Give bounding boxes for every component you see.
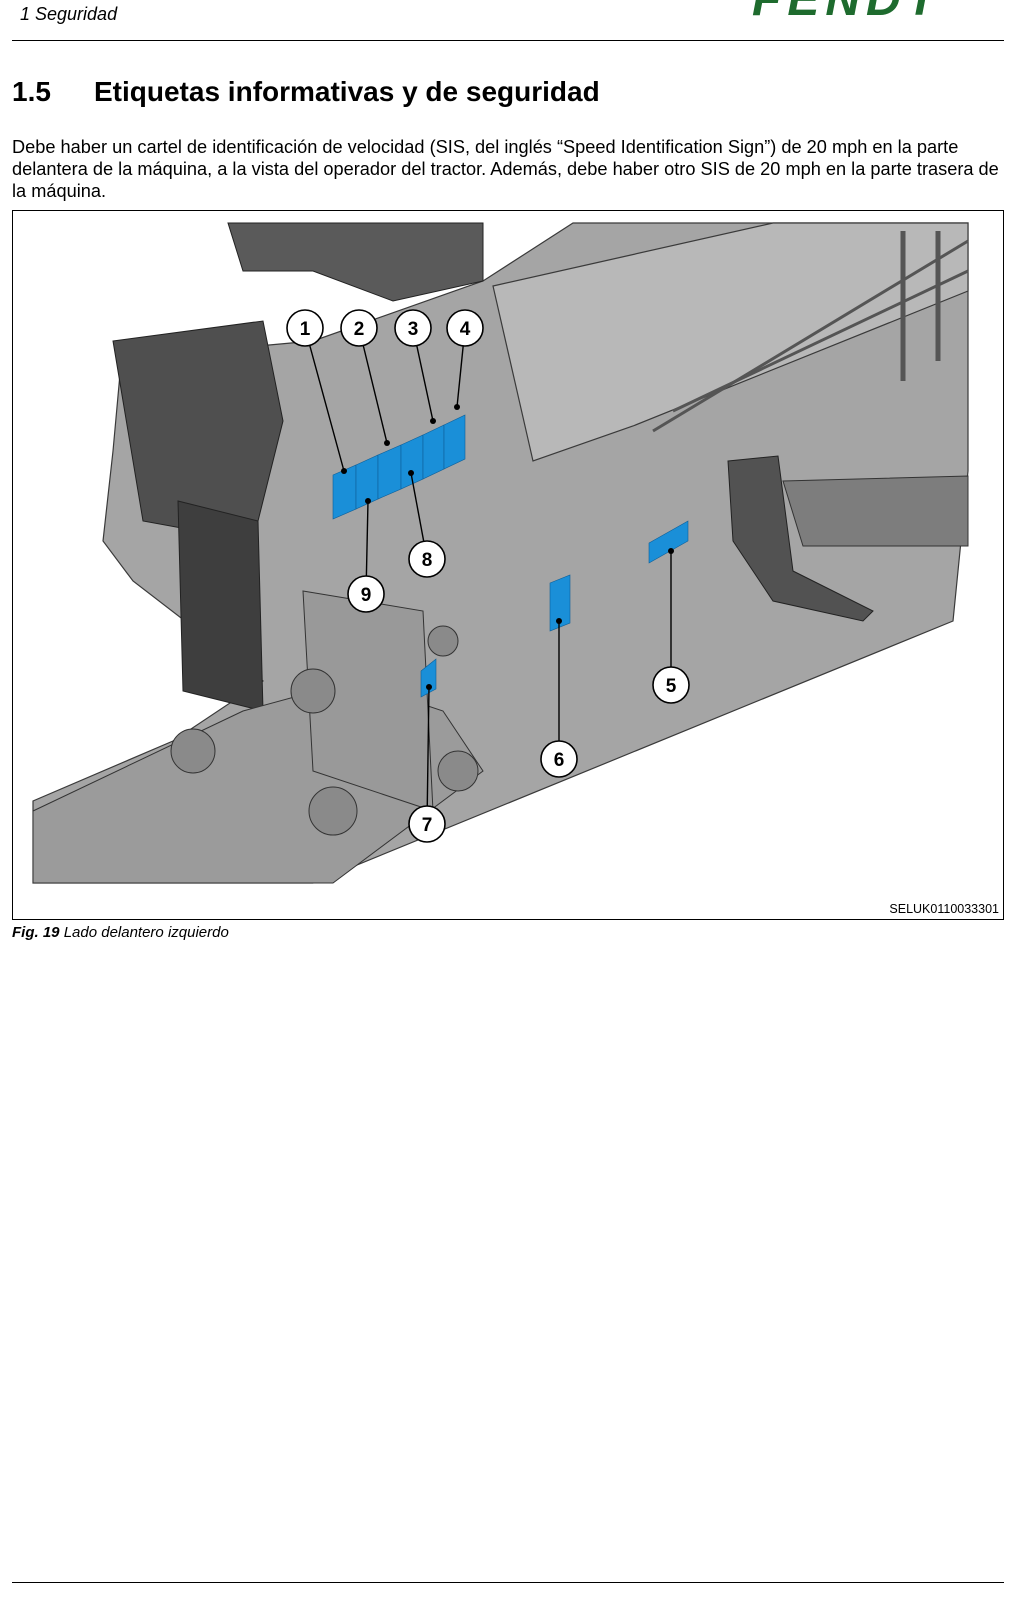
- top-beam: [492, 222, 969, 462]
- intro-paragraph: Debe haber un cartel de identificación d…: [12, 137, 999, 201]
- callout-1-circle: [286, 309, 324, 347]
- label-6: [549, 574, 571, 632]
- callout-6-circle: [540, 740, 578, 778]
- header-section-title: 1 Seguridad: [20, 4, 118, 24]
- callout-2-circle: [340, 309, 378, 347]
- upper-bracket: [227, 222, 484, 302]
- figure-19: 1 2 3 4 5 6 7 8 9 SELUK0110033301: [12, 210, 1004, 920]
- front-plate: [112, 320, 284, 542]
- callout-4-circle: [446, 309, 484, 347]
- right-fork: [727, 455, 874, 622]
- callout-7-circle: [408, 805, 446, 843]
- callout-1: 1: [300, 319, 311, 340]
- callout-9-circle: [347, 575, 385, 613]
- figure-id: SELUK0110033301: [889, 902, 999, 916]
- callout-3-circle: [394, 309, 432, 347]
- logo-text: FENDT: [752, 0, 982, 20]
- label-5: [648, 520, 689, 564]
- callout-2: 2: [354, 319, 365, 340]
- fendt-logo: FENDT: [752, 0, 982, 20]
- caption-text: Lado delantero izquierdo: [63, 924, 229, 941]
- side-plate: [177, 500, 264, 712]
- label-7: [420, 658, 437, 698]
- callout-7: 7: [422, 815, 433, 836]
- callout-4: 4: [460, 319, 471, 340]
- callout-8: 8: [422, 550, 433, 571]
- callout-6: 6: [554, 750, 565, 771]
- section-title: Etiquetas informativas y de seguridad: [94, 76, 600, 107]
- callout-9: 9: [361, 585, 372, 606]
- callout-3: 3: [408, 319, 419, 340]
- callout-8-circle: [408, 540, 446, 578]
- section-number: 1.5: [12, 76, 51, 107]
- caption-label: Fig. 19: [12, 924, 60, 941]
- label-4: [443, 414, 466, 470]
- footer-rule: [12, 1582, 1004, 1583]
- leader-dots: [341, 404, 674, 690]
- safety-labels-group: [332, 414, 689, 698]
- callout-5: 5: [666, 676, 677, 697]
- figure-caption: Fig. 19 Lado delantero izquierdo: [12, 924, 229, 941]
- section-heading: 1.5 Etiquetas informativas y de seguridad: [12, 76, 600, 108]
- leader-lines: [304, 327, 672, 825]
- right-arm: [782, 475, 969, 547]
- header-rule: [12, 40, 1004, 41]
- callout-5-circle: [652, 666, 690, 704]
- machine-illustration: 1 2 3 4 5 6 7 8 9: [32, 222, 969, 884]
